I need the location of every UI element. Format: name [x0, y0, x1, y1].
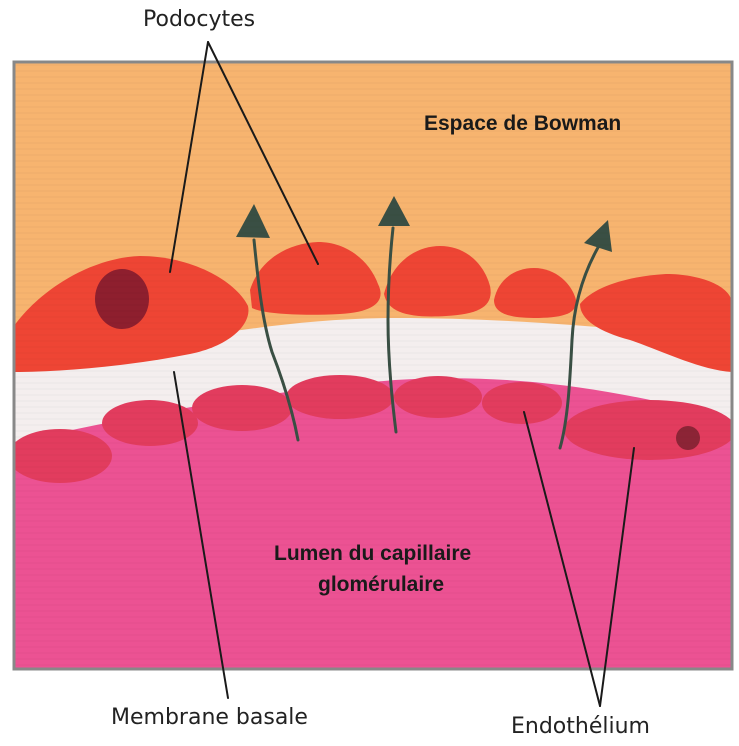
endothelium-label: Endothélium: [511, 716, 650, 738]
lumen-label-line1: Lumen du capillaire: [274, 540, 471, 567]
lumen-label-line2: glomérulaire: [318, 571, 444, 598]
basement-membrane-label: Membrane basale: [111, 707, 308, 729]
bowman-space-label: Espace de Bowman: [424, 110, 621, 137]
podocytes-label: Podocytes: [143, 9, 255, 31]
